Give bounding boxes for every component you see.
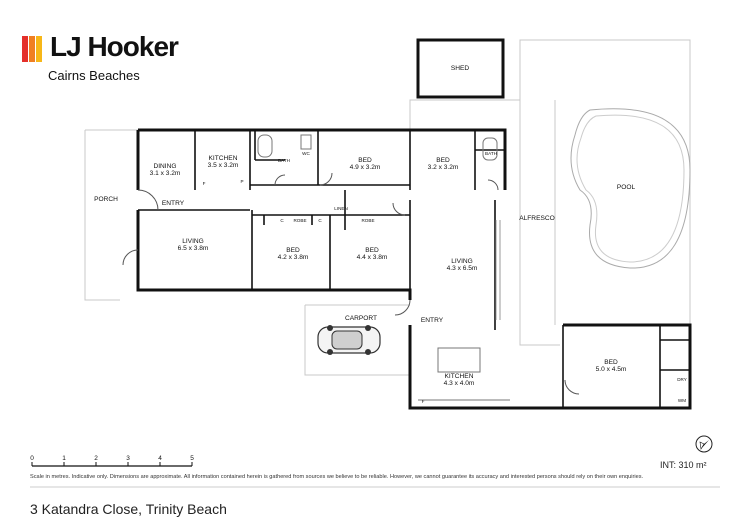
room-living-west-size: 6.5 x 3.8m: [178, 245, 209, 252]
logo-bar-orange: [29, 36, 35, 62]
room-kitchen-north-name: KITCHEN: [209, 155, 238, 162]
room-kitchen-north-size: 3.5 x 3.2m: [208, 162, 239, 169]
lj-hooker-logo: LJ Hooker Cairns Beaches: [22, 31, 182, 86]
disclaimer-text: Scale in metres. Indicative only. Dimens…: [30, 474, 644, 480]
label-robe-1: ROBE: [293, 218, 306, 223]
room-bed-mid-1-name: BED: [286, 247, 300, 254]
room-pool-name: POOL: [617, 184, 636, 191]
room-bed-south-name: BED: [604, 359, 618, 366]
scale-tick-4: 4: [158, 455, 162, 462]
label-bath: BATH: [278, 158, 290, 163]
label-f-north: F: [203, 181, 206, 186]
door-swings: [122, 172, 580, 395]
room-entry-west-name: ENTRY: [162, 200, 185, 207]
label-dry: DRY: [677, 377, 687, 382]
scale-tick-2: 2: [94, 455, 98, 462]
label-f-south: F: [422, 399, 425, 404]
compass-icon: [695, 435, 713, 453]
label-wm: WM: [678, 398, 686, 403]
kitchen-island: [437, 347, 481, 373]
scale-tick-0: 0: [30, 455, 34, 462]
room-kitchen-south-name: KITCHEN: [445, 373, 474, 380]
scale-tick-3: 3: [126, 455, 130, 462]
logo-bar-red: [22, 36, 28, 62]
property-boundary: [84, 39, 691, 376]
room-entry-east-name: ENTRY: [421, 317, 444, 324]
property-address: 3 Katandra Close, Trinity Beach: [30, 501, 227, 517]
room-dining-name: DINING: [153, 163, 176, 170]
label-p: P: [240, 179, 243, 184]
room-bed-mid-2-name: BED: [365, 247, 379, 254]
logo-bar-yellow: [36, 36, 42, 62]
internal-area: INT: 310 m²: [660, 460, 707, 470]
label-linen: LINEN: [334, 206, 348, 211]
room-bed-mid-1-size: 4.2 x 3.8m: [278, 254, 309, 261]
logo-bars-icon: [22, 36, 44, 62]
scale-bar: 0 1 2 3 4 5: [30, 455, 194, 467]
brand-name: LJ Hooker: [50, 31, 179, 62]
shed-walls: [416, 38, 505, 99]
ensuite-fixture: [482, 137, 498, 161]
room-porch-name: PORCH: [94, 196, 118, 203]
room-dining-size: 3.1 x 3.2m: [150, 170, 181, 177]
room-living-east-name: LIVING: [451, 258, 473, 265]
room-bed-north-2-size: 3.2 x 3.2m: [428, 164, 459, 171]
fixtures: [257, 134, 510, 401]
label-c-2: C: [318, 218, 322, 223]
room-bed-north-1-size: 4.9 x 3.2m: [350, 164, 381, 171]
wc-fixture: [300, 134, 312, 150]
room-bed-south-size: 5.0 x 4.5m: [596, 366, 627, 373]
room-bed-north-1-name: BED: [358, 157, 372, 164]
exterior-walls: [136, 38, 692, 410]
label-robe-2: ROBE: [361, 218, 374, 223]
branch-name: Cairns Beaches: [48, 68, 140, 83]
label-wc: WC: [302, 151, 310, 156]
room-bed-north-2-name: BED: [436, 157, 450, 164]
room-carport-name: CARPORT: [345, 315, 377, 322]
label-bath-ensuite: BATH: [485, 151, 497, 156]
car-icon: [317, 325, 381, 355]
bathtub: [257, 134, 273, 158]
room-bed-mid-2-size: 4.4 x 3.8m: [357, 254, 388, 261]
scale-tick-5: 5: [190, 455, 194, 462]
room-living-east-size: 4.3 x 6.5m: [447, 265, 478, 272]
room-alfresco-name: ALFRESCO: [519, 215, 555, 222]
interior-walls: [138, 130, 690, 408]
label-c-1: C: [280, 218, 284, 223]
room-living-west-name: LIVING: [182, 238, 204, 245]
room-shed-name: SHED: [451, 65, 470, 72]
room-kitchen-south-size: 4.3 x 4.0m: [444, 380, 475, 387]
scale-tick-1: 1: [62, 455, 66, 462]
fixture-labels: BATH WC ROBE ROBE C C LINEN F P F DRY WM…: [203, 151, 687, 404]
room-labels: SHED DINING 3.1 x 3.2m KITCHEN 3.5 x 3.2…: [94, 65, 635, 387]
